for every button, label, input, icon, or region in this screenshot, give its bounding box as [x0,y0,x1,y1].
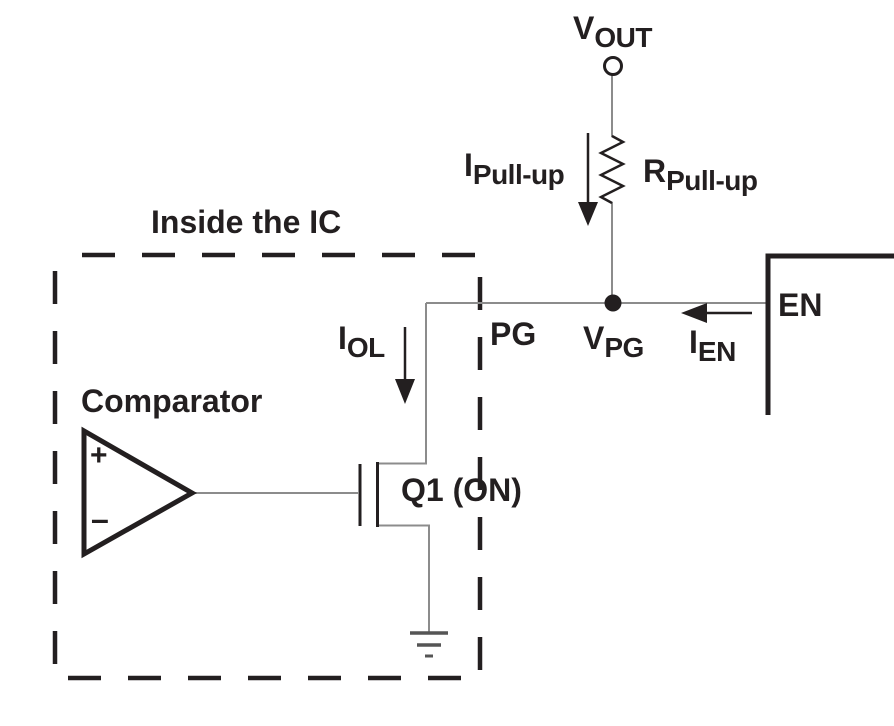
pg-pin-label: PG [490,316,537,352]
pullup-resistor-icon [598,134,626,205]
source-wire [378,524,430,632]
vout-label: VOUT [573,10,652,53]
ien-arrow-icon [681,303,752,323]
vpg-label: VPG [583,320,644,363]
ipullup-label: IPull-up [464,147,565,190]
q1-label: Q1 (ON) [401,472,522,508]
inside-ic-label: Inside the IC [151,204,342,240]
ien-label: IEN [689,324,736,367]
en-pin-label: EN [778,287,823,323]
iol-label: IOL [338,320,385,363]
comparator-minus-input-label: – [91,501,109,537]
ic-boundary-box [52,252,483,681]
drain-wire [378,303,427,465]
rpullup-label: RPull-up [643,153,758,196]
ground-icon [410,631,448,658]
ipullup-arrow-icon [578,133,598,226]
vout-terminal-icon [603,56,623,76]
comparator-plus-input-label: + [90,439,108,472]
pg-node-dot [604,294,622,312]
en-pin-bracket [765,253,894,415]
comparator-label: Comparator [81,383,263,419]
iol-arrow-icon [395,327,415,404]
comparator-triangle [81,426,198,559]
mosfet-q1-icon [358,462,379,527]
